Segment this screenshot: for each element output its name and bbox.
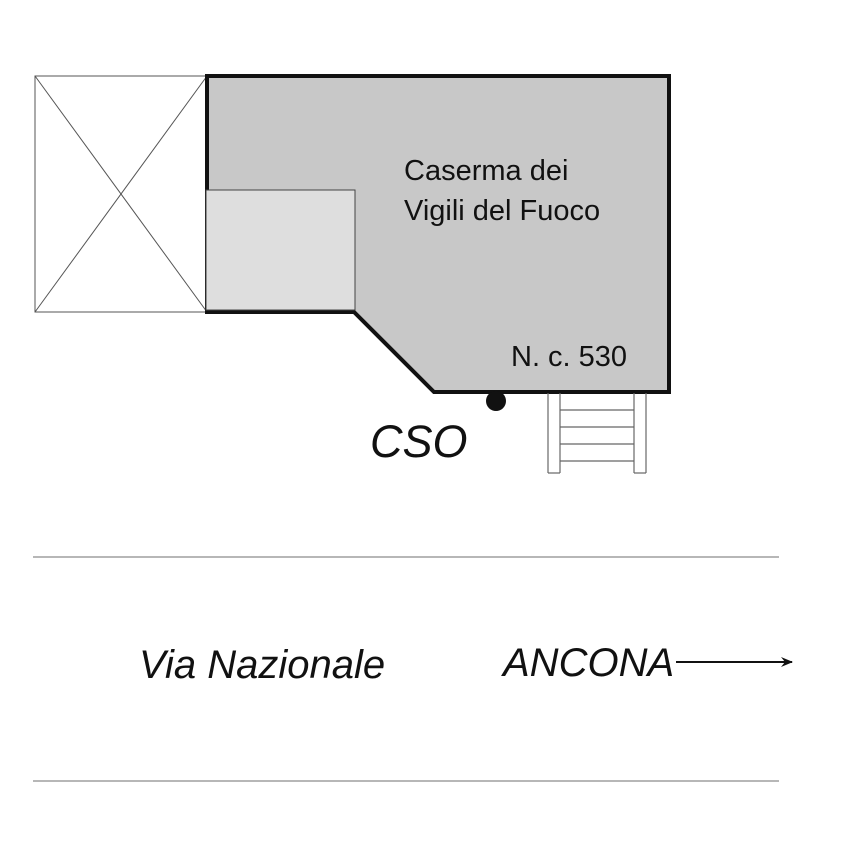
cso-label: CSO	[370, 416, 468, 467]
cso-marker-dot	[486, 391, 506, 411]
adjacent-void-box	[34, 75, 208, 313]
destination-label: ANCONA	[501, 641, 674, 685]
external-staircase	[547, 393, 647, 474]
building-name-line2: Vigili del Fuoco	[404, 195, 600, 227]
civic-number-label: N. c. 530	[511, 341, 627, 373]
fire-station-building	[205, 74, 671, 394]
building-name-line1: Caserma dei	[404, 155, 568, 187]
road-name-label: Via Nazionale	[139, 643, 385, 687]
building-annex	[205, 189, 356, 311]
